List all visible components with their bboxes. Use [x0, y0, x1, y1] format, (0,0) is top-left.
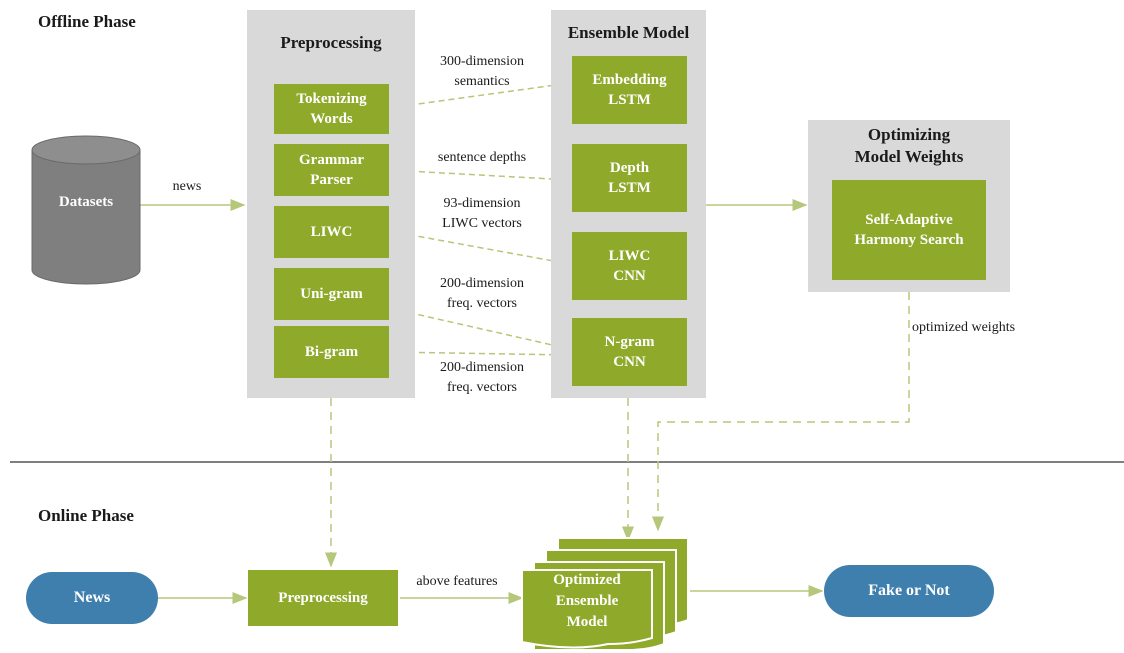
ensemble-item-embedding-lstm: Embedding LSTM — [572, 56, 687, 124]
edge-label-liwc-vectors: 93-dimension LIWC vectors — [442, 196, 522, 231]
optimized-model-label: Optimized Ensemble Model — [553, 572, 621, 630]
ensemble-item-depth-lstm: Depth LSTM — [572, 144, 687, 212]
ensemble-item-liwc-cnn: LIWC CNN — [572, 232, 687, 300]
edge-label-bigram-vectors: 200-dimension freq. vectors — [440, 360, 524, 395]
preprocessing-panel-title: Preprocessing — [280, 33, 382, 52]
preprocessing-item-unigram: Uni-gram — [274, 268, 389, 320]
preprocessing-item-liwc: LIWC — [274, 206, 389, 258]
edge-label-semantics: 300-dimension semantics — [440, 54, 524, 89]
online-preprocessing-box: Preprocessing — [248, 570, 398, 626]
offline-phase-title: Offline Phase — [38, 12, 136, 31]
edge-label-sentence-depths: sentence depths — [437, 150, 527, 165]
preprocessing-item-grammar-parser: Grammar Parser — [274, 144, 389, 196]
arrow-unigram-to-ngram — [388, 307, 572, 352]
fake-or-not-output-node: Fake or Not — [824, 565, 994, 617]
optimized-weights-label: optimized weights — [912, 320, 1016, 335]
edge-label-unigram-vectors: 200-dimension freq. vectors — [440, 276, 524, 311]
above-features-label: above features — [416, 574, 498, 589]
ensemble-panel-title: Ensemble Model — [567, 23, 690, 42]
arrow-bigram-to-ngram — [388, 348, 572, 361]
news-input-node: News — [26, 572, 158, 624]
datasets-label: Datasets — [58, 194, 114, 210]
preprocessing-item-bigram: Bi-gram — [274, 326, 389, 378]
arrow-optimized-weights — [652, 292, 910, 532]
optimizing-panel-title: Optimizing Model Weights — [854, 125, 964, 166]
arrow-grammar-to-depth — [388, 169, 572, 186]
preprocessing-item-tokenizing-words: Tokenizing Words — [274, 84, 389, 134]
optimized-model-document-icon — [521, 537, 689, 651]
ensemble-item-ngram-cnn: N-gram CNN — [572, 318, 687, 386]
news-edge-label: news — [172, 179, 202, 194]
harmony-search-box: Self-Adaptive Harmony Search — [832, 180, 986, 280]
online-phase-title: Online Phase — [38, 506, 134, 525]
arrow-tokenizing-to-embedding — [388, 78, 572, 109]
arrow-liwc-to-liwc-cnn — [388, 230, 572, 268]
datasets-cylinder-icon — [31, 135, 141, 285]
